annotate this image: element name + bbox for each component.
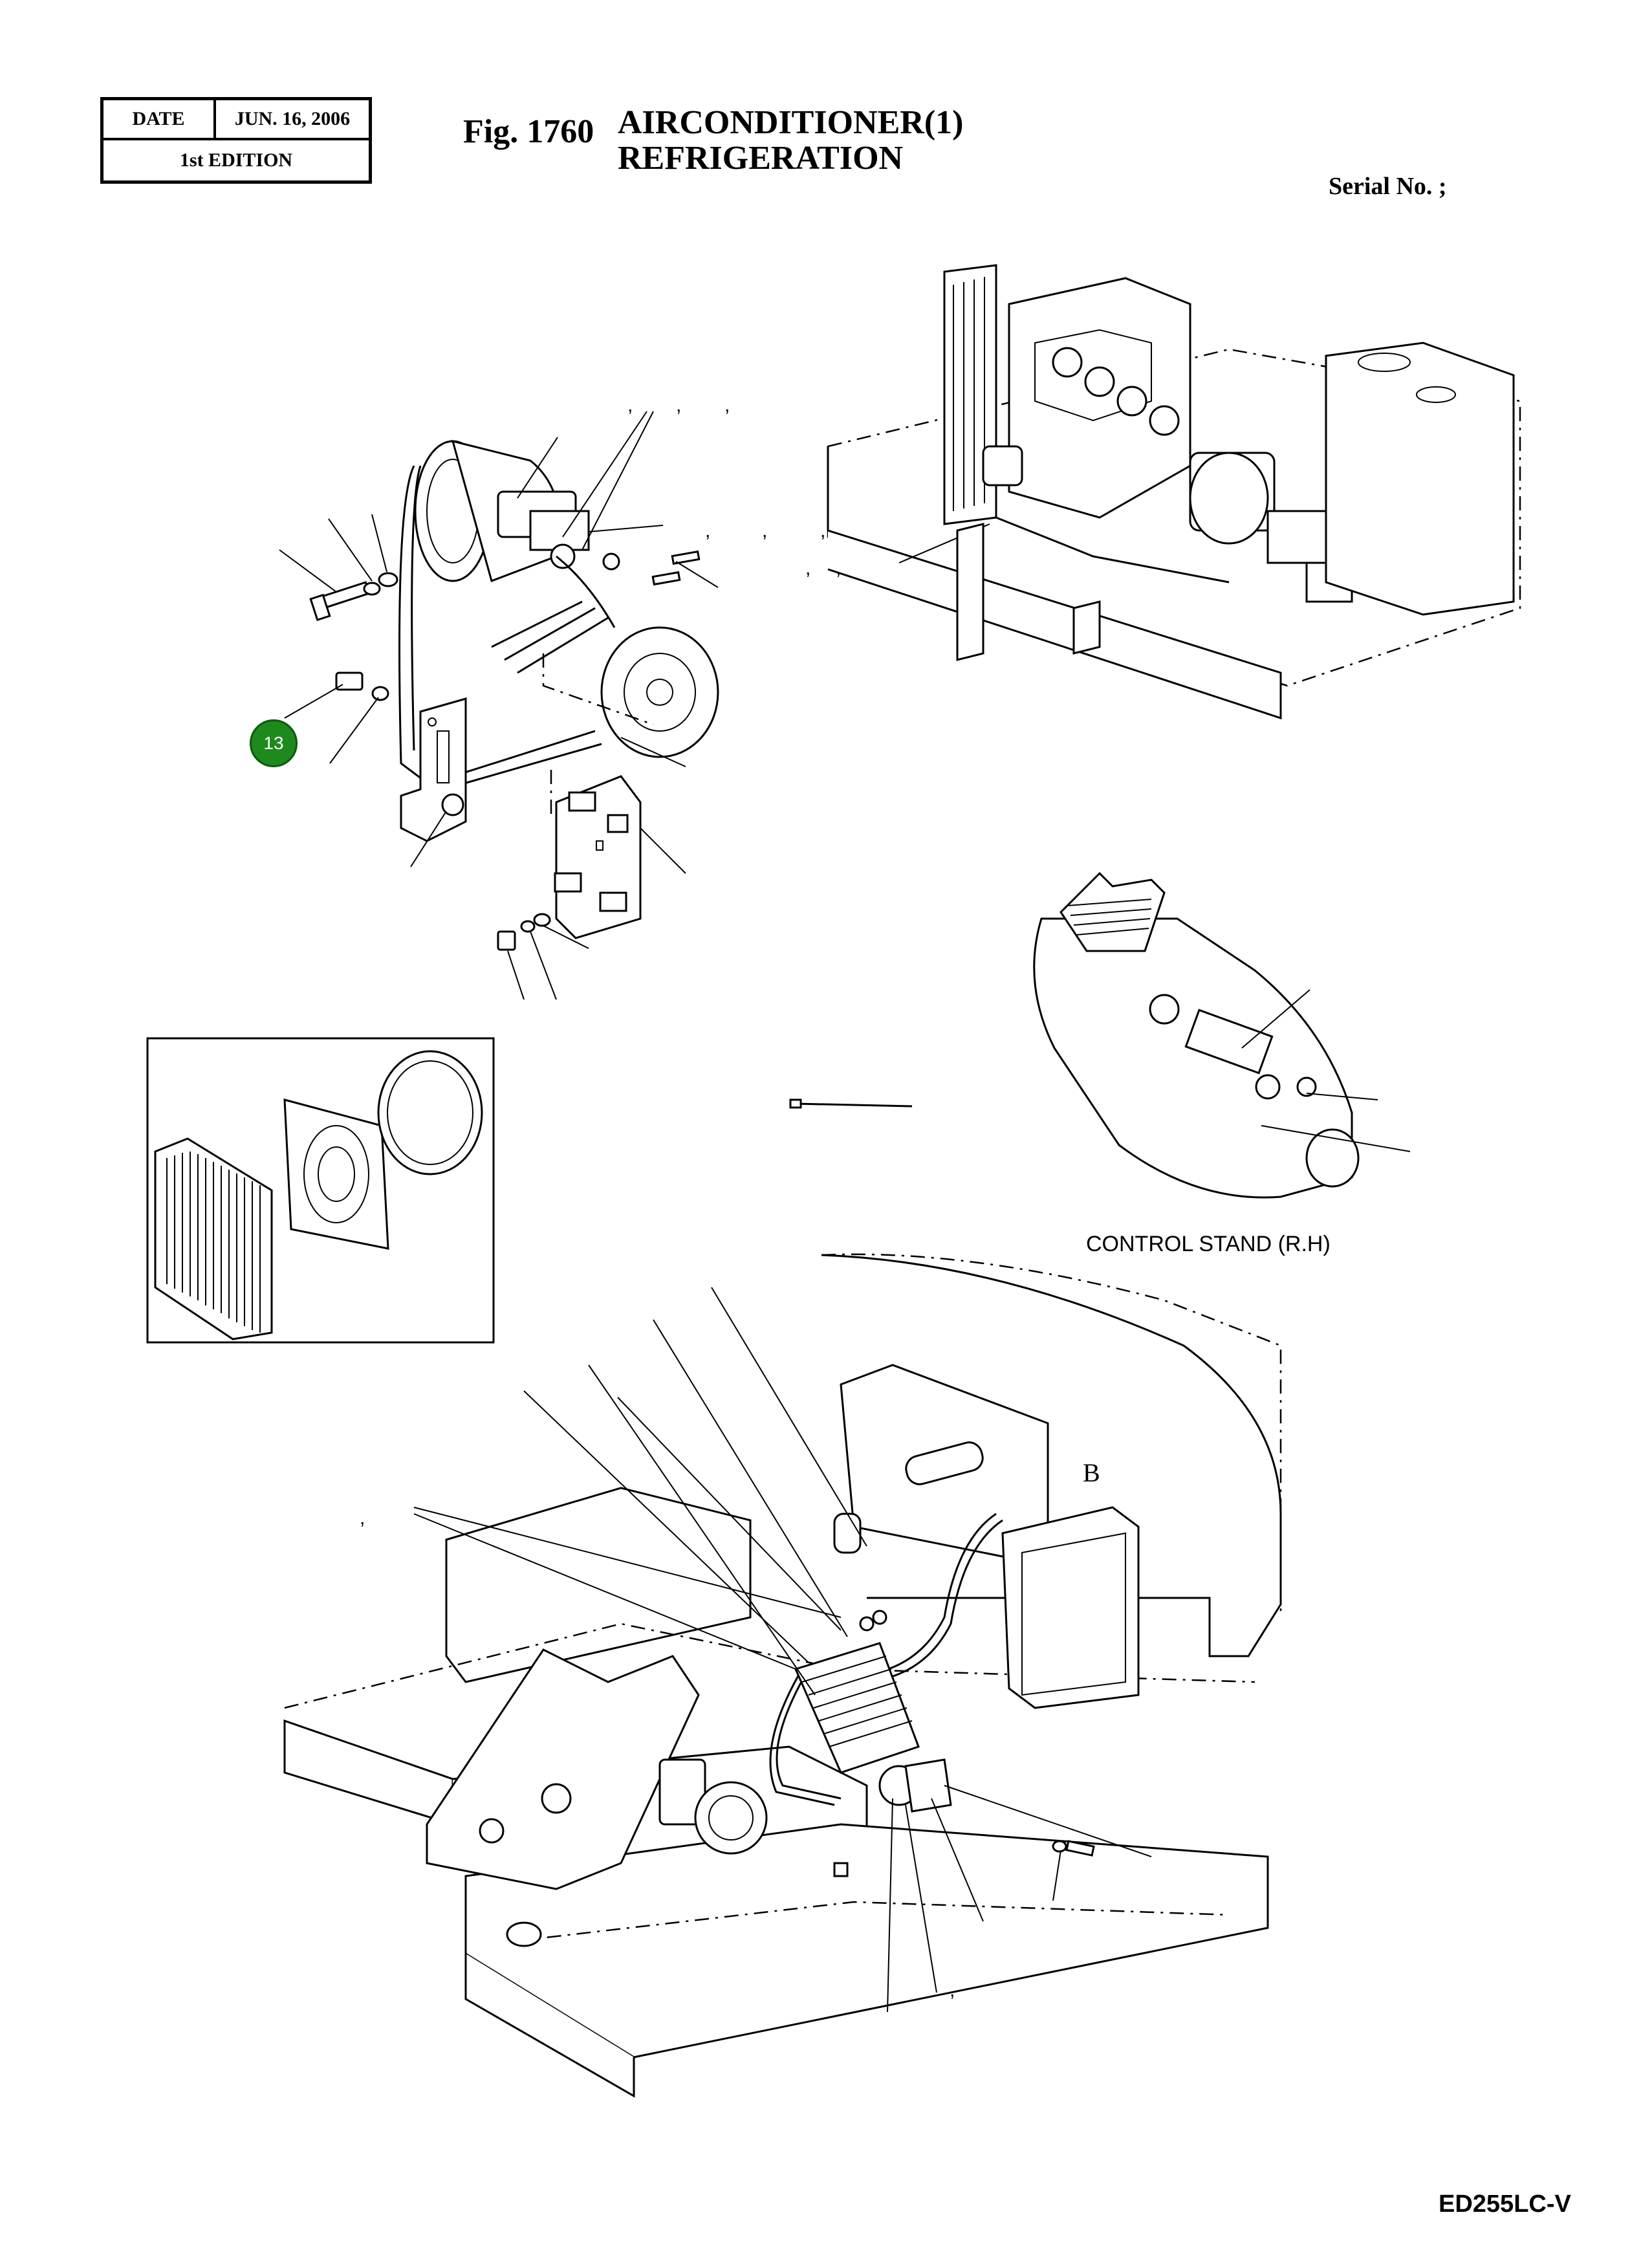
svg-text:,: , <box>820 520 825 541</box>
date-value: JUN. 16, 2006 <box>234 108 351 129</box>
model-code: ED255LC-V <box>1439 2190 1571 2218</box>
figure-title-line2: REFRIGERATION <box>618 140 904 177</box>
edition-label: 1st EDITION <box>179 149 293 171</box>
svg-text:,: , <box>627 395 633 416</box>
svg-text:,: , <box>705 520 710 541</box>
svg-text:,: , <box>676 395 681 416</box>
rod-part <box>789 1098 913 1109</box>
mounting-plate <box>550 770 642 939</box>
leader-lines-upper-left <box>279 411 719 1000</box>
tension-bracket <box>400 697 467 842</box>
bolt-washer-set <box>309 550 701 951</box>
leader-lines-lower <box>413 1287 1152 2013</box>
figure-number: Fig. 1760 <box>463 113 594 150</box>
serial-number-label: Serial No. ; <box>1329 173 1447 200</box>
upper-structure-assembly: B <box>283 1253 1282 2098</box>
date-label: DATE <box>103 100 216 138</box>
svg-text:,: , <box>805 558 810 579</box>
condenser-inset <box>146 1037 495 1344</box>
control-stand <box>1033 871 1411 1199</box>
control-stand-label: CONTROL STAND (R.H) <box>1086 1232 1331 1256</box>
svg-text:B: B <box>1083 1458 1100 1487</box>
figure-title-line1: AIRCONDITIONER(1) <box>618 104 964 141</box>
compressor-assembly <box>398 439 719 803</box>
svg-text:,: , <box>762 520 767 541</box>
date-row: DATE JUN. 16, 2006 <box>103 100 369 140</box>
date-edition-box: DATE JUN. 16, 2006 1st EDITION <box>100 97 372 184</box>
callout-13[interactable]: 13 <box>250 719 298 767</box>
svg-text:,: , <box>724 395 730 416</box>
svg-text:,: , <box>360 1507 365 1529</box>
engine-assembly <box>827 264 1521 720</box>
